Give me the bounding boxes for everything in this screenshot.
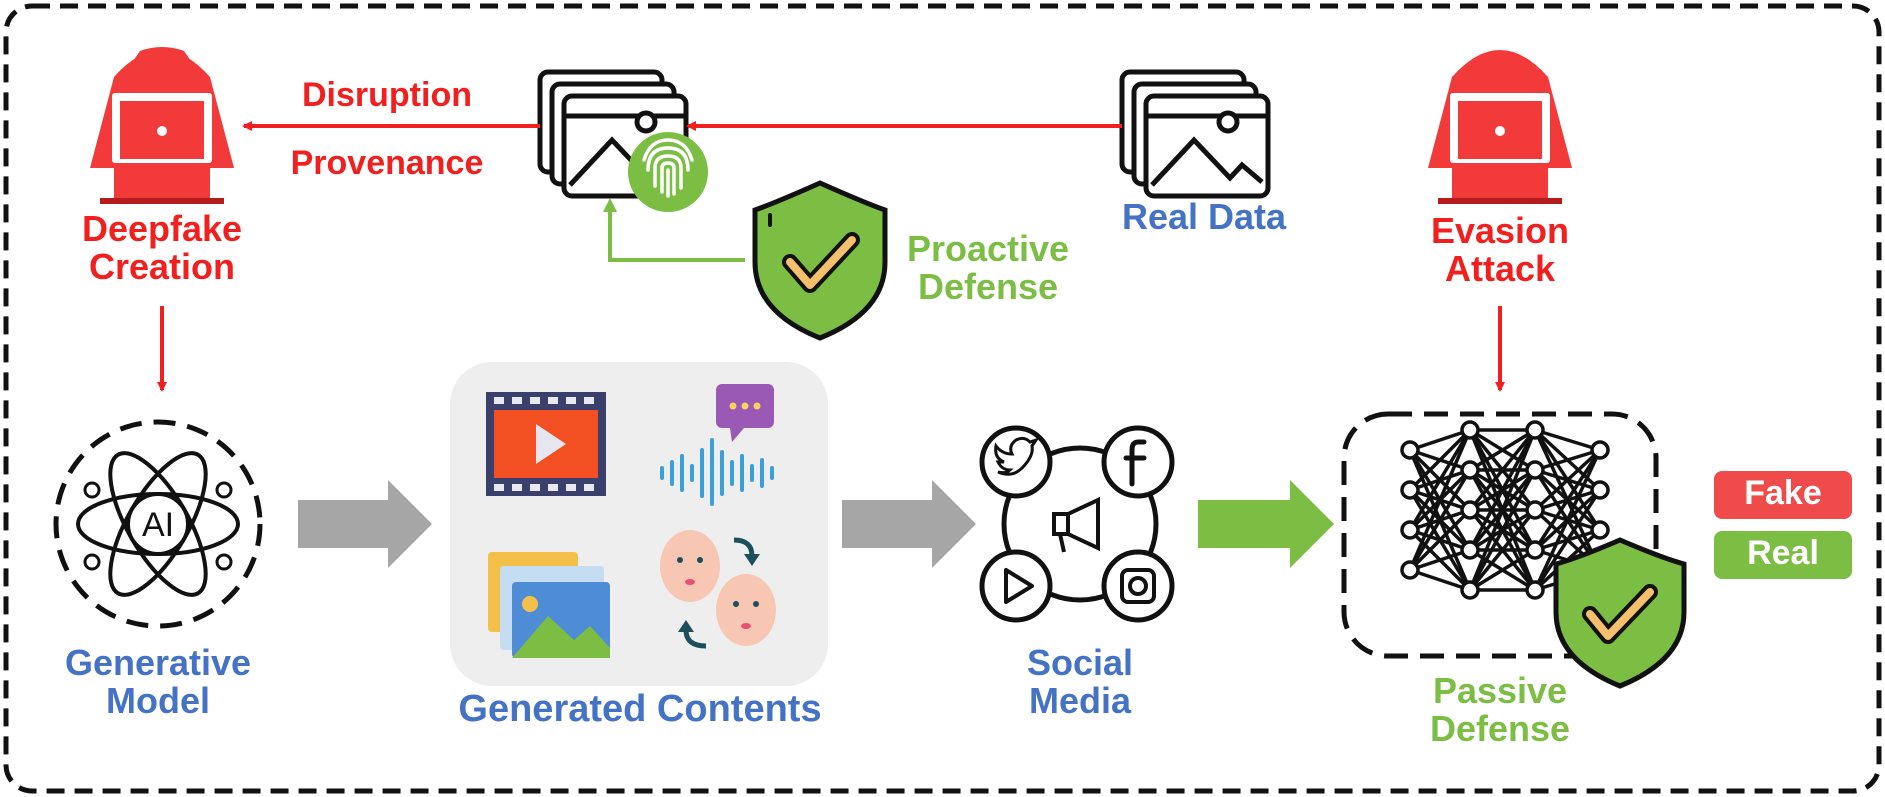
shield-check-icon-proactive — [752, 180, 888, 341]
hacker-icon — [90, 47, 234, 204]
passive-defense-label: Passive Defense — [1400, 672, 1600, 748]
ai-atom-icon: AI — [53, 419, 263, 629]
generative-model-line1: Generative — [64, 642, 252, 683]
deepfake-creation-label: Deepfake Creation — [52, 210, 272, 286]
nn-edge — [1468, 428, 1537, 512]
nn-edge — [1408, 428, 1472, 492]
nn-node — [1525, 460, 1545, 480]
audio-icon — [660, 384, 774, 506]
proactive-defense-line1: Proactive — [906, 228, 1070, 269]
proactive-defense-label: Proactive Defense — [888, 230, 1088, 306]
social-media-label: Social Media — [980, 644, 1180, 720]
real-badge: Real — [1714, 531, 1852, 579]
evasion-attack-line2: Attack — [1444, 247, 1556, 289]
nn-edge — [1534, 448, 1601, 472]
nn-node — [1400, 440, 1420, 460]
hacker-icon-evasion — [1428, 50, 1572, 204]
detector-box — [1341, 411, 1659, 659]
youtube-icon — [979, 549, 1053, 623]
megaphone-icon — [1052, 496, 1100, 553]
nn-edge — [1533, 449, 1602, 551]
facebook-icon — [1101, 425, 1175, 499]
video-icon — [486, 392, 606, 496]
nn-node — [1525, 420, 1545, 440]
generated-contents-label: Generated Contents — [458, 688, 822, 730]
nn-node — [1590, 440, 1610, 460]
social-media-cluster — [979, 425, 1175, 623]
nn-edge — [1533, 489, 1602, 591]
social-media-line1: Social — [1026, 642, 1134, 683]
nn-edge — [1409, 548, 1471, 572]
fingerprint-icon — [628, 132, 708, 212]
twitter-icon — [979, 425, 1053, 499]
generative-model-line2: Model — [106, 679, 210, 721]
image-stack-icon-real — [1119, 69, 1271, 199]
face-swap-icon — [660, 530, 776, 649]
photo-icon — [488, 552, 610, 658]
evasion-attack-label: Evasion Attack — [1390, 212, 1610, 288]
flow-arrow-3 — [1198, 480, 1334, 568]
nn-node — [1460, 500, 1480, 520]
provenance-label: Provenance — [290, 144, 484, 182]
fake-badge: Fake — [1714, 471, 1852, 519]
nn-edge — [1534, 428, 1601, 452]
arrow-proactive-feedback — [603, 198, 745, 262]
nn-edge — [1468, 429, 1537, 591]
shield-check-icon-passive — [1553, 537, 1687, 689]
nn-node — [1525, 540, 1545, 560]
nn-edge — [1469, 548, 1536, 592]
nn-node — [1590, 520, 1610, 540]
flow-arrow-1 — [298, 480, 432, 568]
deepfake-creation-line2: Creation — [88, 245, 236, 287]
nn-edge — [1468, 469, 1537, 591]
nn-node — [1460, 540, 1480, 560]
passive-defense-line1: Passive — [1432, 670, 1568, 711]
nn-edge — [1408, 429, 1472, 531]
nn-node — [1590, 480, 1610, 500]
outer-border — [3, 3, 1882, 794]
nn-edge — [1409, 428, 1471, 452]
nn-edge — [1408, 469, 1472, 571]
nn-node — [1400, 520, 1420, 540]
nn-node — [1460, 420, 1480, 440]
social-media-line2: Media — [1028, 679, 1132, 721]
nn-node — [1525, 580, 1545, 600]
nn-edge — [1533, 448, 1602, 512]
nn-edge — [1408, 429, 1472, 571]
disruption-label: Disruption — [302, 76, 472, 114]
nn-node — [1400, 480, 1420, 500]
nn-node — [1400, 560, 1420, 580]
nn-edge — [1408, 508, 1472, 572]
proactive-defense-line2: Defense — [917, 265, 1059, 307]
nn-node — [1525, 500, 1545, 520]
passive-defense-line2: Defense — [1429, 707, 1571, 749]
instagram-icon — [1101, 549, 1175, 623]
neural-network-icon — [1400, 420, 1610, 600]
deepfake-creation-line1: Deepfake — [81, 208, 243, 249]
generative-model-label: Generative Model — [48, 644, 268, 720]
real-data-label: Real Data — [1121, 196, 1287, 237]
ai-glyph: AI — [142, 506, 174, 544]
flow-arrow-2 — [842, 480, 976, 568]
nn-edge — [1468, 429, 1537, 551]
nn-edge — [1469, 428, 1536, 472]
nn-node — [1460, 580, 1480, 600]
nn-edge — [1468, 508, 1537, 592]
nn-edge — [1409, 568, 1471, 592]
nn-edge — [1533, 449, 1602, 591]
evasion-attack-line1: Evasion — [1430, 210, 1570, 251]
nn-node — [1460, 460, 1480, 480]
